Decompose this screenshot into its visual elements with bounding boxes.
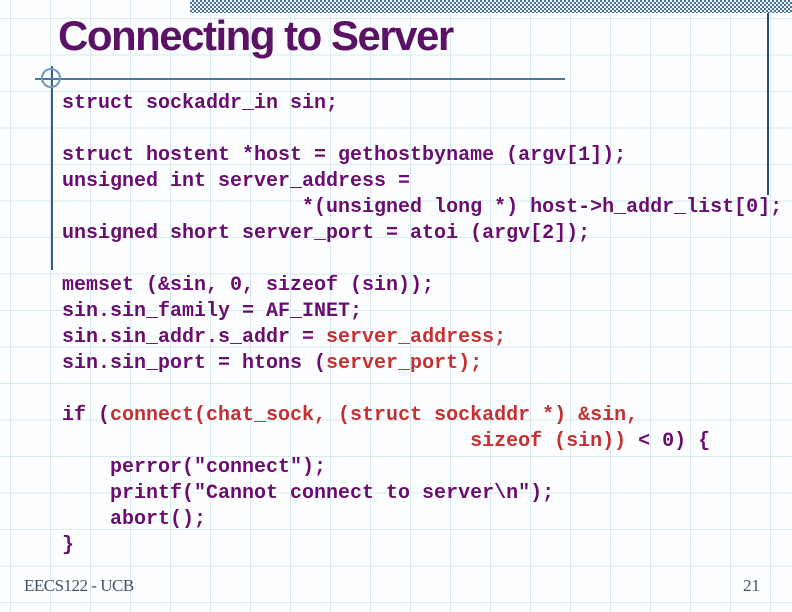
code-line (62, 117, 782, 143)
code-line: sizeof (sin)) < 0) { (62, 429, 782, 455)
code-text: sin.sin_addr.s_addr = (62, 326, 327, 349)
code-line (62, 247, 782, 273)
slide-title: Connecting to Server (58, 12, 454, 59)
code-text: perror("connect"); (62, 456, 327, 479)
code-line: struct sockaddr_in sin; (62, 91, 782, 117)
code-text: abort(); (62, 508, 207, 531)
code-text: struct hostent *host = gethostbyname (ar… (62, 144, 627, 167)
code-block: struct sockaddr_in sin; struct hostent *… (62, 91, 782, 559)
code-line: sin.sin_family = AF_INET; (62, 299, 782, 325)
title-underline (35, 78, 565, 80)
code-text: printf("Cannot connect to server\n"); (62, 482, 555, 505)
code-text (62, 430, 470, 453)
code-line: } (62, 533, 782, 559)
code-line: sin.sin_addr.s_addr = server_address; (62, 325, 782, 351)
code-text: < 0) { (626, 430, 711, 453)
code-highlight: sizeof (sin)) (470, 430, 627, 453)
code-highlight: server_port (326, 352, 459, 375)
code-line: printf("Cannot connect to server\n"); (62, 481, 782, 507)
code-text: } (62, 534, 75, 557)
code-text: unsigned short server_port = atoi (argv[… (62, 222, 591, 245)
code-line: memset (&sin, 0, sizeof (sin)); (62, 273, 782, 299)
code-text: sin.sin_port = htons ( (62, 352, 327, 375)
code-text: *(unsigned long *) host->h_addr_list[0]; (62, 196, 783, 219)
code-line: abort(); (62, 507, 782, 533)
left-border-line (51, 66, 53, 270)
code-line: unsigned short server_port = atoi (argv[… (62, 221, 782, 247)
code-line: if (connect(chat_sock, (struct sockaddr … (62, 403, 782, 429)
footer-course-label: EECS122 - UCB (24, 576, 134, 595)
code-highlight: ); (458, 352, 483, 375)
code-text: struct sockaddr_in sin; (62, 92, 339, 115)
code-line: sin.sin_port = htons (server_port); (62, 351, 782, 377)
code-text: if ( (62, 404, 111, 427)
code-text: sin.sin_family = AF_INET; (62, 300, 363, 323)
code-highlight: server_address; (326, 326, 507, 349)
code-line: struct hostent *host = gethostbyname (ar… (62, 143, 782, 169)
code-line: unsigned int server_address = (62, 169, 782, 195)
code-line (62, 377, 782, 403)
code-text: memset (&sin, 0, sizeof (sin)); (62, 274, 435, 297)
right-border-line (767, 13, 769, 195)
code-line: perror("connect"); (62, 455, 782, 481)
code-line: *(unsigned long *) host->h_addr_list[0]; (62, 195, 782, 221)
circle-icon (41, 68, 61, 88)
code-text: unsigned int server_address = (62, 170, 411, 193)
top-bar-icon (190, 0, 792, 13)
page-number: 21 (743, 576, 760, 595)
code-highlight: connect(chat_sock, (struct sockaddr *) &… (110, 404, 639, 427)
